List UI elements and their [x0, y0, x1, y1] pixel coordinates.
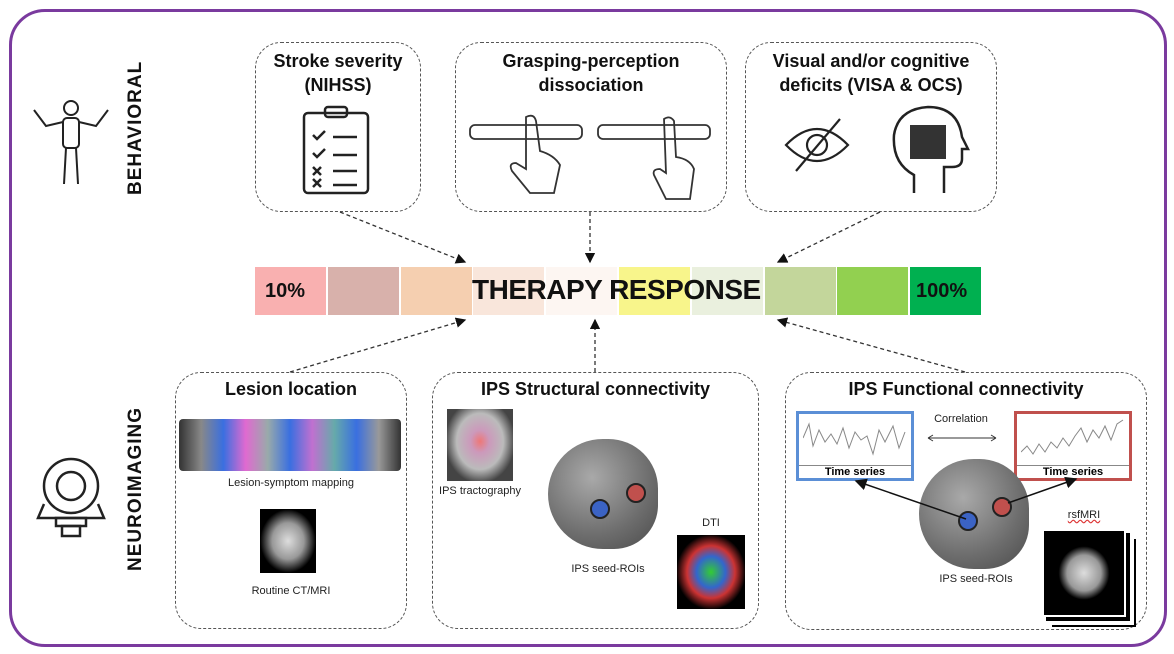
red-roi	[992, 497, 1012, 517]
stroke-severity-title: Stroke severity (NIHSS)	[273, 51, 403, 95]
lesion-mapping-caption: Lesion-symptom mapping	[228, 477, 354, 489]
therapy-response-label: THERAPY RESPONSE	[472, 274, 761, 305]
time-series-trace	[1021, 419, 1124, 455]
eye-slash-icon	[784, 118, 850, 172]
scale-segment-2	[327, 267, 399, 315]
lesion-symptom-mapping-image	[179, 419, 401, 471]
time-series-left-label: Time series	[799, 465, 911, 478]
scale-segment-8	[764, 267, 836, 315]
ips-structural-title: IPS Structural connectivity	[480, 379, 711, 399]
max-percent-label: 100%	[916, 280, 968, 302]
arrow-lesion	[289, 317, 467, 373]
puzzle-pieces	[910, 125, 946, 159]
scale-segment-5	[546, 267, 618, 315]
tractography-caption: IPS tractography	[439, 485, 521, 497]
time-series-trace	[803, 422, 906, 456]
dti-caption: DTI	[702, 517, 720, 529]
rsfmri-label: rsfMRI	[1067, 509, 1101, 521]
mri-scanner-icon	[36, 457, 106, 538]
clipboard-checklist-icon	[302, 105, 370, 195]
hand-grasping-bar-icon	[469, 114, 711, 200]
grasping-perception-title: Grasping-perception dissociation	[502, 51, 680, 95]
ips-functional-title: IPS Functional connectivity	[848, 379, 1084, 399]
correlation-arrow	[927, 434, 997, 442]
outer-frame	[9, 9, 1167, 647]
time-series-right: Time series	[1014, 411, 1132, 481]
scale-segment-4	[473, 267, 545, 315]
structural-roi-caption: IPS seed-ROIs	[571, 563, 645, 575]
stroke-severity-box: Stroke severity (NIHSS)	[255, 42, 421, 212]
lesion-location-box: Lesion location Lesion-symptom mapping R…	[175, 372, 407, 629]
scale-segment-7	[691, 267, 763, 315]
arrow-severity	[339, 211, 467, 264]
person-icon	[33, 100, 109, 185]
scale-segment-1	[255, 267, 326, 315]
min-percent-label: 10%	[265, 280, 306, 302]
ips-structural-box: IPS Structural connectivity IPS tractogr…	[432, 372, 759, 629]
rsfmri-image	[1042, 529, 1126, 617]
roi-arrows	[854, 476, 1078, 520]
ct-mri-image	[260, 509, 316, 573]
correlation-label: Correlation	[934, 413, 988, 425]
arrow-visual	[776, 211, 881, 263]
red-roi	[626, 483, 646, 503]
scale-segment-10	[910, 267, 982, 315]
tractography-image	[447, 409, 513, 481]
ips-functional-box: IPS Functional connectivity Time series …	[785, 372, 1147, 630]
arrow-functional	[776, 317, 966, 373]
blue-roi	[958, 511, 978, 531]
time-series-right-label: Time series	[1017, 465, 1129, 478]
functional-roi-caption: IPS seed-ROIs	[939, 573, 1013, 585]
dti-image	[677, 535, 745, 609]
visual-cognitive-box: Visual and/or cognitive deficits (VISA &…	[745, 42, 997, 212]
scale-segment-6	[619, 267, 690, 315]
lesion-location-title: Lesion location	[224, 379, 357, 399]
scale-segment-9	[837, 267, 909, 315]
head-puzzle-icon	[892, 105, 970, 193]
visual-cognitive-title: Visual and/or cognitive deficits (VISA &…	[772, 51, 970, 95]
grasping-perception-box: Grasping-perception dissociation	[455, 42, 727, 212]
blue-roi	[590, 499, 610, 519]
scale-segment-3	[400, 267, 472, 315]
routine-ct-mri-caption: Routine CT/MRI	[251, 585, 331, 597]
